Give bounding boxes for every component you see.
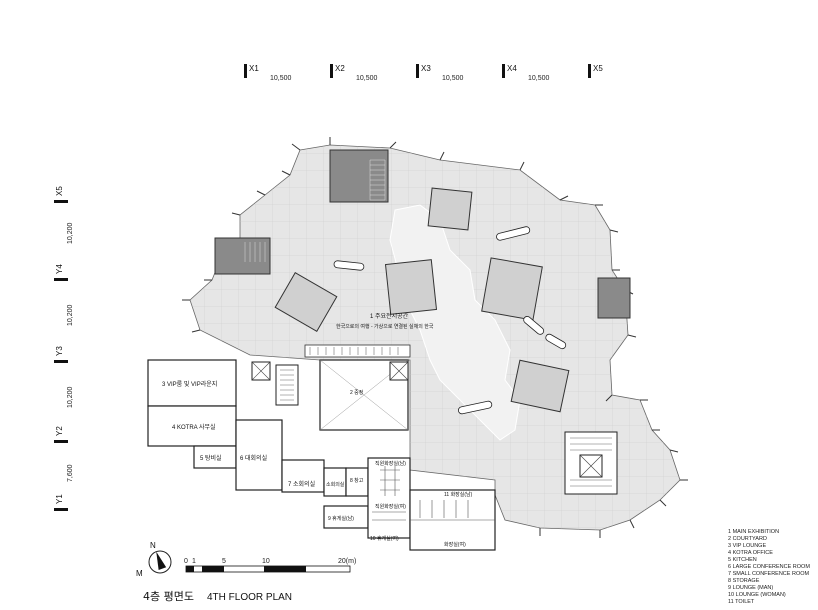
legend-item: 6 LARGE CONFERENCE ROOM xyxy=(728,564,810,570)
y-axis-markers: X5 Y4 Y3 Y2 Y1 10,200 10,200 10,200 7,60… xyxy=(54,186,74,511)
main-exhibition-subtitle: 한국으로의 여행 - 가상으로 연결된 실재의 한국 xyxy=(336,323,434,330)
stair-block-right xyxy=(597,277,631,319)
y-axis-label: Y1 xyxy=(55,494,64,504)
exhibition-pavilions xyxy=(274,187,570,413)
scale-tick-label: 1 xyxy=(192,558,196,565)
legend-item: 9 LOUNGE (MAN) xyxy=(728,585,773,591)
stair-block-top xyxy=(329,149,389,203)
m-label: M xyxy=(136,569,143,578)
north-label: N xyxy=(150,541,156,550)
x-axis-label: X5 xyxy=(593,64,603,73)
legend-item: 4 KOTRA OFFICE xyxy=(728,550,773,556)
room-small-conf-b-label: 소회의실 xyxy=(326,481,345,488)
legend-item: 8 STORAGE xyxy=(728,578,760,584)
room-lounge-m-label: 9 휴게실(남) xyxy=(328,515,354,522)
legend: 1 MAIN EXHIBITION 2 COURTYARD 3 VIP LOUN… xyxy=(728,529,810,605)
x-dimension: 10,500 xyxy=(528,75,550,82)
x-axis-label: X1 xyxy=(249,64,259,73)
legend-item: 2 COURTYARD xyxy=(728,536,767,542)
room-staff-w-label: 직원화장실(여) xyxy=(375,503,406,510)
legend-item: 10 LOUNGE (WOMAN) xyxy=(728,592,786,598)
scale-bar: 0 1 5 10 20(m) xyxy=(184,558,356,573)
room-lounge-w-label: 10 휴게실(여) xyxy=(370,535,399,542)
north-arrow: N M xyxy=(136,541,172,578)
courtyard: 2 중정 xyxy=(251,344,411,431)
room-large-conf-label: 6 대회의실 xyxy=(240,454,267,462)
main-exhibition-title: 1 주요전시공간 xyxy=(370,312,409,320)
room-small-conf-a-label: 7 소회의실 xyxy=(288,480,315,488)
room-vip-label: 3 VIP룸 및 VIP라운지 xyxy=(162,380,217,388)
x-axis-label: X4 xyxy=(507,64,517,73)
stair-block-left xyxy=(214,237,271,275)
scale-tick-label: 10 xyxy=(262,558,270,565)
y-axis-label: Y4 xyxy=(55,264,64,274)
y-dimension: 10,200 xyxy=(67,386,74,408)
legend-item: 11 TOILET xyxy=(728,599,755,605)
office-wing xyxy=(147,359,496,551)
y-dimension: 7,600 xyxy=(67,464,74,482)
room-kitchen-label: 5 탕비실 xyxy=(200,454,222,462)
room-storage-label: 8 창고 xyxy=(350,477,364,484)
title-korean: 4층 평면도 xyxy=(143,590,194,603)
scale-tick-label: 0 xyxy=(184,558,188,565)
y-axis-label: Y3 xyxy=(55,346,64,356)
stair-core xyxy=(564,431,618,495)
y-dimension: 10,200 xyxy=(67,222,74,244)
y-axis-label: X5 xyxy=(55,186,64,196)
x-dimension: 10,500 xyxy=(442,75,464,82)
y-axis-label: Y2 xyxy=(55,426,64,436)
pavilion-seats xyxy=(333,226,567,415)
title-english: 4TH FLOOR PLAN xyxy=(207,592,292,603)
x-axis-label: X2 xyxy=(335,64,345,73)
courtyard-label: 2 중정 xyxy=(350,389,363,396)
scale-tick-label: 20(m) xyxy=(338,558,356,565)
x-axis-markers: X1 X2 X3 X4 X5 10,500 10,500 10,500 10,5… xyxy=(244,64,603,82)
legend-item: 1 MAIN EXHIBITION xyxy=(728,529,779,535)
y-dimension: 10,200 xyxy=(67,304,74,326)
room-staff-m-label: 직원화장실(남) xyxy=(375,460,406,467)
room-toilet-w-label: 화장실(여) xyxy=(444,541,466,548)
legend-item: 3 VIP LOUNGE xyxy=(728,543,766,549)
x-dimension: 10,500 xyxy=(356,75,378,82)
room-kotra-label: 4 KOTRA 사무실 xyxy=(172,423,216,431)
x-axis-label: X3 xyxy=(421,64,431,73)
scale-tick-label: 5 xyxy=(222,558,226,565)
legend-item: 7 SMALL CONFERENCE ROOM xyxy=(728,571,810,577)
drawing-title: 4층 평면도 4TH FLOOR PLAN xyxy=(143,590,292,603)
office-wing-details xyxy=(372,466,495,521)
legend-item: 5 KITCHEN xyxy=(728,557,757,563)
x-dimension: 10,500 xyxy=(270,75,292,82)
room-toilet-label: 11 화장실(남) xyxy=(444,491,473,498)
